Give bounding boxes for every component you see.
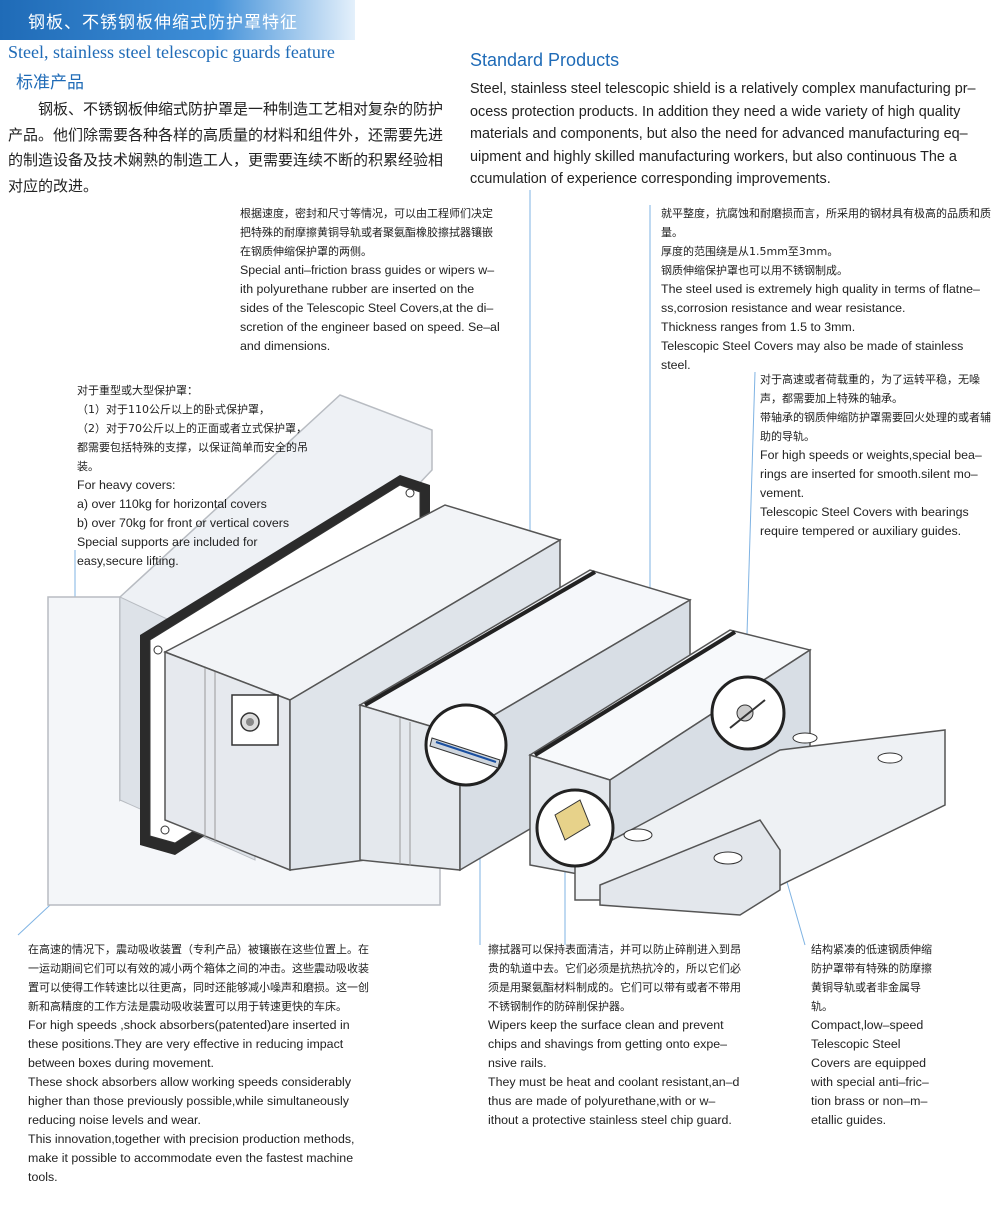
note-wipers-en2: They must be heat and coolant resistant,… [488,1075,740,1127]
note-wipers-cn: 擦拭器可以保持表面清洁，并可以防止碎削进入到昂贵的轨道中去。它们必须是抗热抗冷的… [488,943,741,1013]
chip-guard-detail [535,788,615,868]
note-heavy-cn3: （2）对于70公斤以上的正面或者立式保护罩， [77,422,307,435]
note-flatness-en2: Thickness ranges from 1.5 to 3mm. [661,320,856,334]
note-wipers: 擦拭器可以保持表面清洁，并可以防止碎削进入到昂贵的轨道中去。它们必须是抗热抗冷的… [488,940,743,1130]
note-compact-cn: 结构紧凑的低速钢质伸缩防护罩带有特殊的防摩擦黄铜导轨或者非金属导轨。 [811,943,932,1013]
note-flatness-en1: The steel used is extremely high quality… [661,282,980,315]
note-heavy-en2: a) over 110kg for horizontal covers [77,497,267,511]
cn-title: 钢板、不锈钢板伸缩式防护罩特征 [28,13,298,33]
note-wipers-en1: Wipers keep the surface clean and preven… [488,1018,728,1070]
note-heavy-en1: For heavy covers: [77,478,176,492]
note-bearings-en1: For high speeds or weights,special bea–r… [760,448,982,500]
note-heavy-cn2: （1）对于110公斤以上的卧式保护罩， [77,403,270,416]
note-shock-en2: These shock absorbers allow working spee… [28,1075,352,1127]
note-shock: 在高速的情况下，震动吸收装置（专利产品）被镶嵌在这些位置上。在一运动期间它们可以… [28,940,378,1187]
note-bearings-cn2: 带轴承的钢质伸缩防护罩需要回火处理的或者辅助的导轨。 [760,411,991,443]
note-heavy-en3: b) over 70kg for front or vertical cover… [77,516,290,530]
note-flatness: 就平整度，抗腐蚀和耐磨损而言，所采用的钢材具有极高的品质和质量。 厚度的范围绕是… [661,204,991,375]
note-bearings-en2: Telescopic Steel Covers with bearings re… [760,505,969,538]
note-shock-en3: This innovation,together with precision … [28,1132,355,1184]
note-heavy-cn1: 对于重型或大型保护罩： [77,384,198,397]
en-intro: Steel, stainless steel telescopic shield… [470,81,976,188]
note-shock-cn: 在高速的情况下，震动吸收装置（专利产品）被镶嵌在这些位置上。在一运动期间它们可以… [28,943,369,1013]
note-heavy-cn4: 都需要包括特殊的支撑，以保证简单而安全的吊装。 [77,441,308,473]
note-shock-en1: For high speeds ,shock absorbers(patente… [28,1018,350,1070]
title-banner: 钢板、不锈钢板伸缩式防护罩特征 [0,0,355,40]
note-heavy-en4: Special supports are included for easy,s… [77,535,258,568]
note-compact-en: Compact,low–speed Telescopic Steel Cover… [811,1018,929,1127]
cn-intro: 钢板、不锈钢板伸缩式防护罩是一种制造工艺相对复杂的防护产品。他们除需要各种各样的… [8,100,444,195]
cn-heading: 标准产品 [16,73,84,93]
note-guides-en: Special anti–friction brass guides or wi… [240,263,500,353]
note-guides: 根据速度，密封和尺寸等情况，可以由工程师们决定把特殊的耐摩擦黄铜导轨或者聚氨酯橡… [240,204,502,356]
en-heading: Standard Products [470,50,620,70]
wiper-detail [424,703,508,787]
note-flatness-cn1: 就平整度，抗腐蚀和耐磨损而言，所采用的钢材具有极高的品质和质量。 [661,207,991,239]
note-flatness-cn2: 厚度的范围绕是从1.5mm至3mm。 [661,245,839,258]
note-bearings-cn1: 对于高速或者荷载重的，为了运转平稳，无噪声，都需要加上特殊的轴承。 [760,373,980,405]
guide-detail [710,675,786,751]
note-flatness-en3: Telescopic Steel Covers may also be made… [661,339,964,372]
note-guides-cn: 根据速度，密封和尺寸等情况，可以由工程师们决定把特殊的耐摩擦黄铜导轨或者聚氨酯橡… [240,207,493,258]
note-heavy: 对于重型或大型保护罩： （1）对于110公斤以上的卧式保护罩， （2）对于70公… [77,381,322,571]
note-compact: 结构紧凑的低速钢质伸缩防护罩带有特殊的防摩擦黄铜导轨或者非金属导轨。 Compa… [811,940,941,1130]
note-bearings: 对于高速或者荷载重的，为了运转平稳，无噪声，都需要加上特殊的轴承。 带轴承的钢质… [760,370,992,541]
note-flatness-cn3: 钢质伸缩保护罩也可以用不锈钢制成。 [661,264,848,277]
shock-absorber [231,694,279,746]
en-subtitle: Steel, stainless steel telescopic guards… [8,42,335,62]
